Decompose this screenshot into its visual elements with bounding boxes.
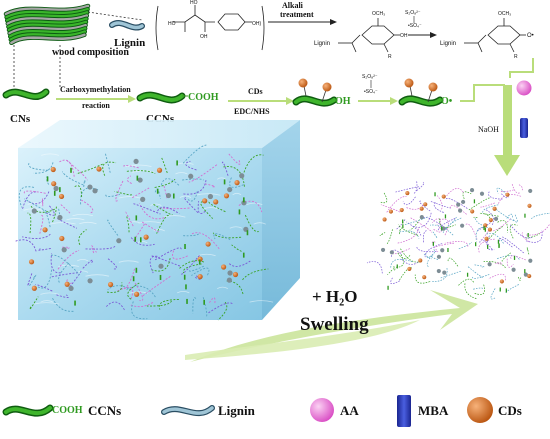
s2o8-top: S₂O₈²⁻ [405,10,421,16]
cd-particle-icon [298,78,308,88]
legend-mba: MBA [397,395,449,427]
o-radical-mid-label: O• [441,96,453,107]
ccns-cds-radical [398,78,444,107]
svg-text:HO: HO [168,21,176,27]
mba-icon [397,395,411,427]
swelling-label: Swelling [300,314,369,335]
aa-monomer-icon [516,80,532,96]
swollen-hydrogel-block [14,120,300,321]
legend-cooh: COOH [52,405,83,416]
legend-cds-label: CDs [498,403,522,418]
s2o8-mid: S₂O₈²⁻ [362,74,378,80]
legend-mba-label: MBA [418,403,449,418]
legend: COOH CCNs Lignin AA MBA CDs [2,395,522,427]
lignin-monomer-structure [155,5,265,51]
struct2-lignin: Lignin [440,41,456,47]
och3-2: OCH₃ [498,11,511,17]
cd-particle-icon [322,82,332,92]
alkali-label-2: treatment [280,10,314,19]
water-label: + H₂O [312,287,357,306]
struct1-lignin: Lignin [314,41,330,47]
mba-crosslinker-icon [520,118,528,138]
r-1: R [388,54,392,60]
so4-mid: •SO₄⁻ [364,89,378,95]
legend-lignin: Lignin [161,403,256,418]
legend-lignin-label: Lignin [218,403,256,418]
wood-label: wood composition [52,47,129,58]
carboxy-label-1: Carboxymethylation [60,85,131,94]
carboxy-label-2: reaction [82,101,110,110]
legend-aa-label: AA [340,403,359,418]
naoh-label: NaOH [478,125,499,134]
oh-phenol: OH [400,33,408,39]
edc-nhs-label: EDC/NHS [234,107,270,116]
ccns-cds-conjugate [292,78,338,107]
oh-mid-label: OH [335,96,351,107]
wood-fiber-bundle [3,3,91,46]
so4-top: •SO₄⁻ [408,23,422,29]
svg-text:HO: HO [190,0,198,6]
legend-aa: AA [310,398,359,422]
phenoxy-radical-structure [464,18,526,53]
process-arrow-down [503,85,512,157]
phenol-structure [338,18,400,53]
lignin-top-label: Lignin [114,37,145,49]
o-radical: O• [527,33,534,39]
legend-cds: CDs [467,397,522,423]
legend-ccns: COOH CCNs [2,403,121,418]
aa-icon [310,398,334,422]
dry-hydrogel-network [366,181,550,300]
r-2: R [514,54,518,60]
alkali-label-1: Alkali [282,1,304,10]
swelling-arrow [190,290,478,362]
cd-particle-icon [428,82,438,92]
ccns-fiber [136,91,188,104]
svg-text:OH: OH [200,34,208,40]
svg-text:OH): OH) [252,21,262,27]
och3-1: OCH₃ [372,11,385,17]
cds-icon [467,397,493,423]
legend-ccns-label: CCNs [88,403,121,418]
cns-fiber [2,88,50,101]
cooh-label: COOH [188,92,219,103]
cd-particle-icon [404,78,414,88]
cns-label: CNs [10,113,31,125]
cds-reagent-label: CDs [248,87,263,96]
